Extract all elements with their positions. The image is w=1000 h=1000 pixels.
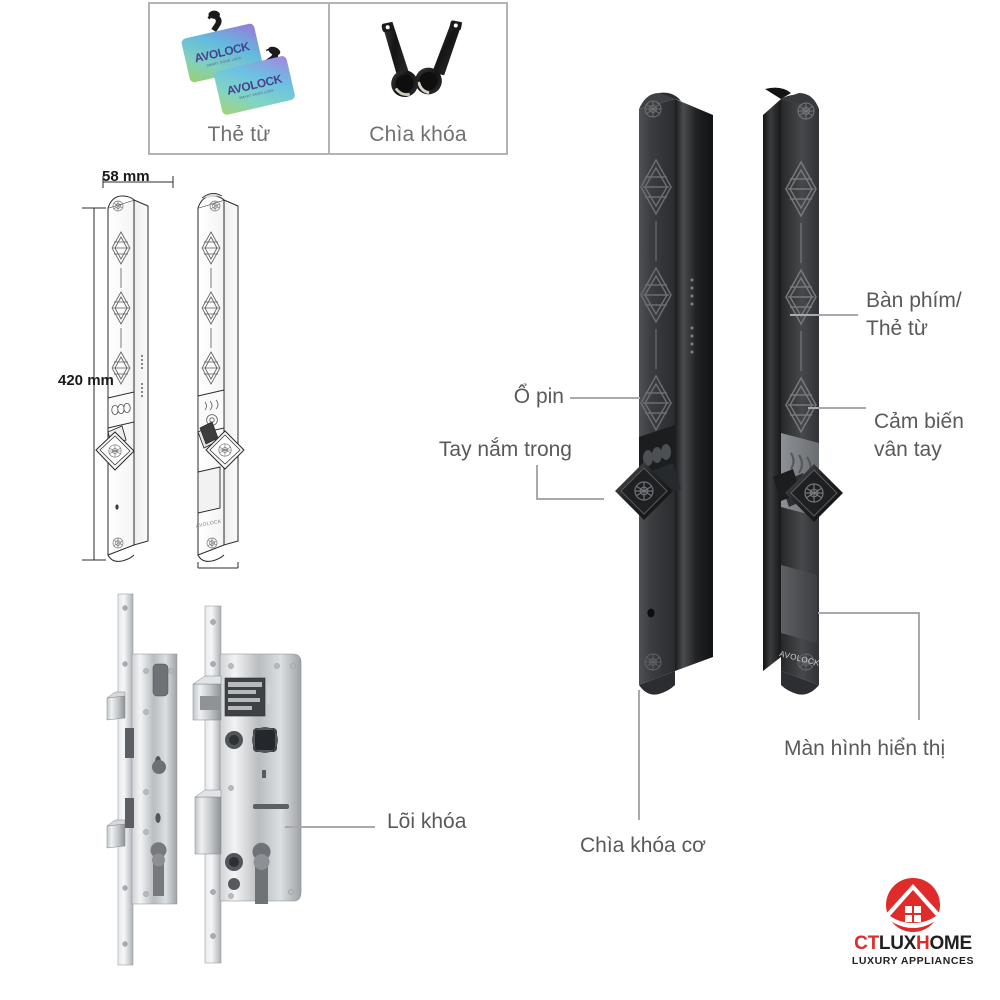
- leader-line-display-h: [818, 612, 920, 614]
- key-icon: [415, 20, 463, 95]
- outer-handle: [773, 464, 843, 522]
- logo-word-ct: CT: [854, 933, 879, 954]
- mechanical-keys-image: [330, 8, 506, 113]
- callout-keypad-card: Bàn phím/ Thẻ từ: [866, 289, 962, 340]
- callout-mechanical-key: Chìa khóa cơ: [580, 834, 706, 857]
- leader-line-display-v: [918, 612, 920, 720]
- smart-lock-render: AVOLOCK: [595, 85, 875, 725]
- accessory-label-mechanical-keys: Chìa khóa: [369, 123, 467, 146]
- lock-body-drawing-outer: AVOLOCK: [196, 193, 245, 569]
- ctluxhome-mark-icon: [884, 878, 942, 932]
- callout-display: Màn hình hiển thị: [784, 737, 946, 760]
- accessory-cell-rfid-cards: AVOLOCK SMART DOOR LOCK AVOLOCK SMART DO…: [150, 4, 328, 153]
- dimension-width-label: 58 mm: [102, 168, 150, 185]
- accessory-label-rfid-cards: Thẻ từ: [207, 123, 271, 146]
- leader-line-battery: [570, 397, 640, 399]
- handle-drawing-left: [95, 425, 135, 471]
- leader-line-fingerprint: [808, 407, 866, 409]
- leader-line-handle-v: [536, 465, 538, 500]
- callout-inner-handle: Tay nắm trong: [438, 438, 572, 461]
- logo-tagline: LUXURY APPLIANCES: [851, 955, 975, 967]
- accessory-panel: AVOLOCK SMART DOOR LOCK AVOLOCK SMART DO…: [148, 2, 508, 155]
- svg-text:AVOLOCK: AVOLOCK: [196, 519, 223, 530]
- logo-word-ome: OME: [929, 933, 972, 954]
- leader-line-handle-h: [536, 498, 604, 500]
- lock-body-drawing-inner: [95, 195, 149, 562]
- lanyard-clip-icon: [207, 10, 222, 32]
- rfid-cards-image: AVOLOCK SMART DOOR LOCK AVOLOCK SMART DO…: [150, 8, 328, 115]
- mortise-lock-bodies-image: [95, 592, 310, 967]
- logo-word-h: H: [916, 933, 930, 954]
- callout-lock-core: Lõi khóa: [387, 810, 467, 833]
- callout-fingerprint: Cảm biến vân tay: [874, 410, 964, 461]
- mortise-lock-right: [192, 605, 302, 964]
- dimension-height-label: 420 mm: [58, 372, 114, 389]
- keypad-pattern-inner: [640, 158, 672, 432]
- dimension-drawing: AVOLOCK: [60, 160, 320, 580]
- leader-line-lock-core: [285, 826, 375, 828]
- leader-line-mechanical-key: [638, 690, 640, 820]
- indicator-dots-inner: [690, 278, 694, 354]
- logo-wordmark: CTLUXHOME: [854, 934, 972, 954]
- lock-render-inner: [615, 92, 713, 695]
- handle-drawing-right: [197, 421, 245, 470]
- inner-handle: [615, 462, 681, 520]
- callout-battery-slot: Ổ pin: [513, 385, 564, 408]
- mechanical-keyhole: [647, 608, 655, 618]
- lock-render-outer: AVOLOCK: [763, 87, 843, 695]
- accessory-cell-mechanical-keys: Chìa khóa: [328, 4, 506, 153]
- keypad-pattern-outer: [785, 160, 817, 434]
- brand-logo: CTLUXHOME LUXURY APPLIANCES: [838, 876, 988, 986]
- mortise-lock-left: [106, 593, 178, 966]
- leader-line-keypad-card: [790, 314, 858, 316]
- logo-word-lux: LUX: [878, 933, 917, 954]
- key-icon-2: [381, 21, 418, 98]
- display-screen: [781, 565, 817, 643]
